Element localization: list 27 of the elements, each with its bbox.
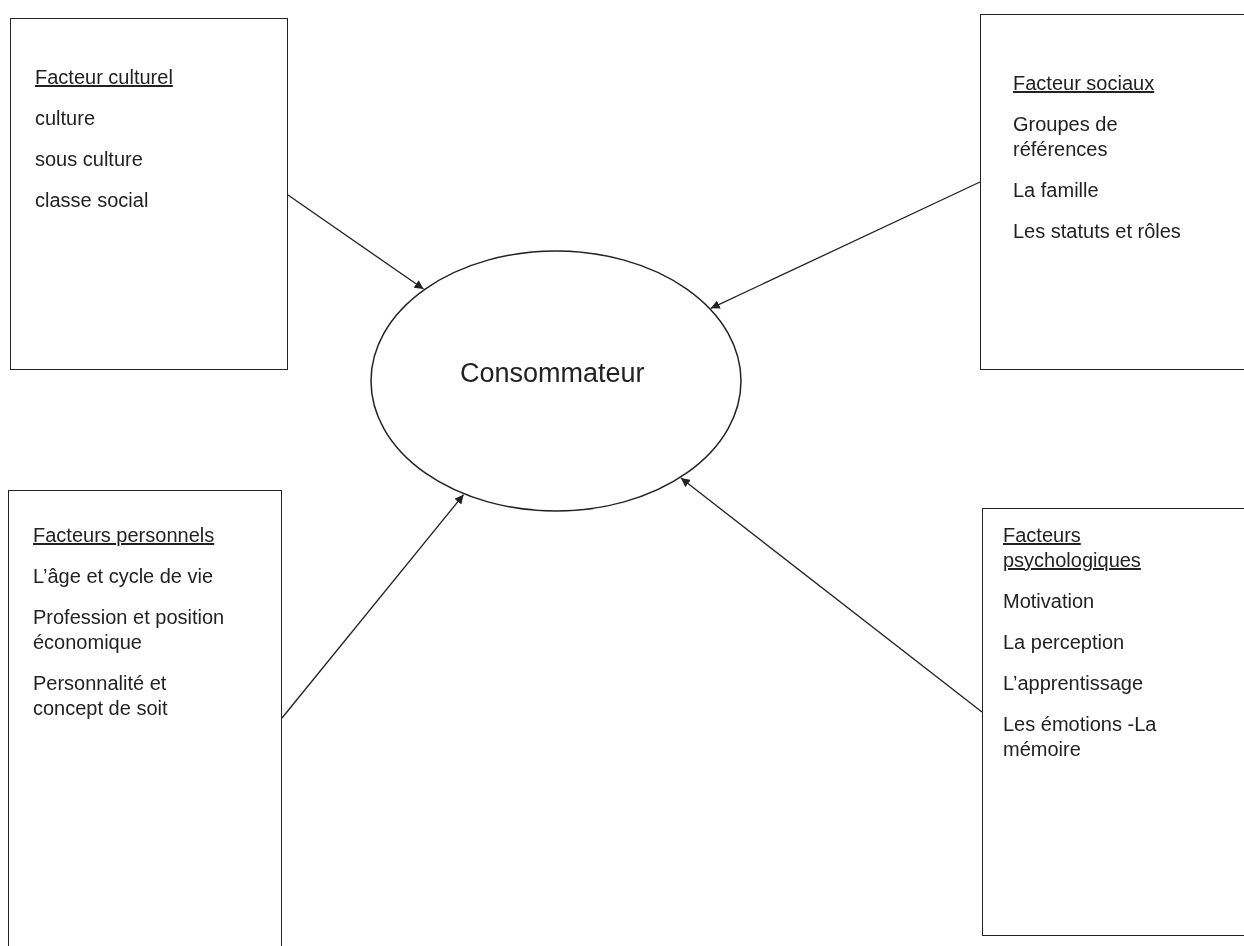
factor-box [980,14,1244,370]
list-item: sous culture [35,147,144,172]
list-item: Motivation [1003,589,1096,614]
box-heading: Facteur sociaux [1013,71,1156,96]
ellipse-node [370,250,742,512]
arrow [680,477,983,713]
factor-box [8,490,282,946]
box-heading: Facteurs personnels [33,523,216,548]
list-item: Les statuts et rôles [1013,219,1182,244]
box-heading: Facteur culturel [35,65,174,90]
arrow [710,181,981,309]
arrow [281,494,465,719]
list-item: La perception [1003,630,1126,655]
list-item: culture [35,106,97,131]
list-item: L’apprentissage [1003,671,1145,696]
factor-box [982,508,1244,936]
node-title: Consommateur [460,358,645,389]
list-item: La famille [1013,178,1100,203]
box-heading: Facteurs psychologiques [1003,523,1142,573]
list-item: Groupes de références [1013,112,1119,162]
list-item: classe social [35,188,150,213]
list-item: Profession et position économique [33,605,226,655]
factor-box [10,18,288,370]
list-item: Personnalité et concept de soit [33,671,169,721]
arrow [287,194,425,290]
list-item: Les émotions -La mémoire [1003,712,1158,762]
list-item: L’âge et cycle de vie [33,564,215,589]
